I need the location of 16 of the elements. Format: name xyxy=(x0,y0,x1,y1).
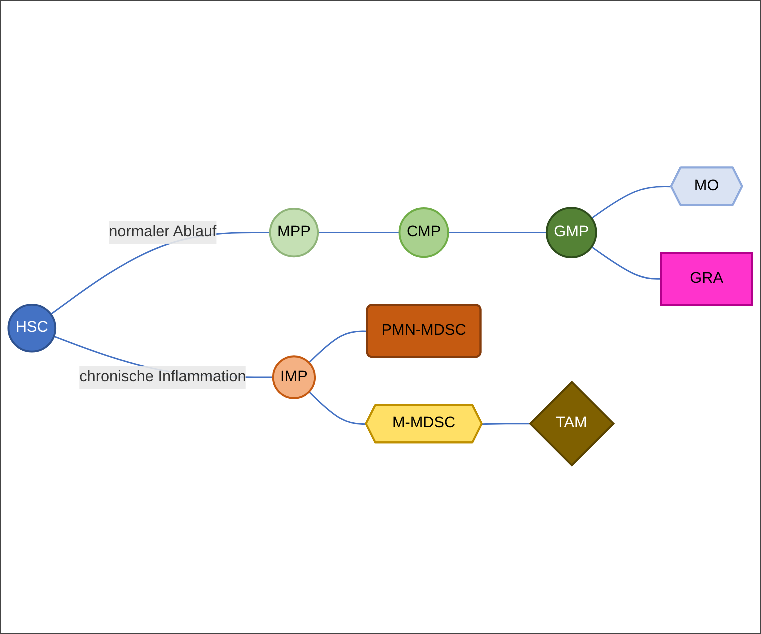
connector xyxy=(591,186,672,220)
node-diamond: TAM xyxy=(529,381,616,468)
node-circle: GMP xyxy=(546,208,598,259)
connector xyxy=(482,424,530,426)
node-circle: IMP xyxy=(272,356,316,400)
edge-label: chronische Inflammation xyxy=(80,369,246,386)
connector xyxy=(318,232,400,234)
connector xyxy=(448,232,547,234)
edge-label: normaler Ablauf xyxy=(109,224,217,241)
node-box: GRA xyxy=(660,252,754,306)
node-circle: CMP xyxy=(398,208,450,258)
connector xyxy=(591,246,662,280)
connector xyxy=(308,331,368,364)
node-circle: MPP xyxy=(269,208,320,258)
node-circle: HSC xyxy=(8,304,57,354)
connector xyxy=(308,392,367,426)
